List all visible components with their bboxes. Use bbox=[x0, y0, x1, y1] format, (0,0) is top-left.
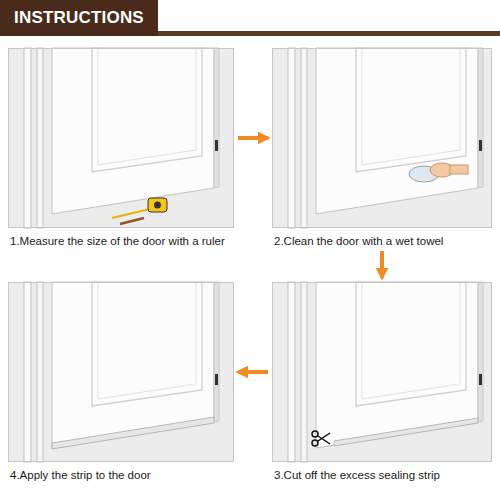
panel-frame bbox=[8, 48, 234, 228]
panel-frame bbox=[272, 48, 492, 228]
step-panel: 2.Clean the door with a wet towel bbox=[272, 48, 492, 247]
step-caption: 2.Clean the door with a wet towel bbox=[272, 235, 443, 247]
apply-scene bbox=[8, 282, 234, 462]
step-caption: 4.Apply the strip to the door bbox=[8, 469, 151, 481]
cut-scene bbox=[272, 282, 492, 462]
clean-scene bbox=[272, 48, 492, 228]
step-panel: 3.Cut off the excess sealing strip bbox=[272, 282, 492, 481]
panel-frame bbox=[272, 282, 492, 462]
step-panel: 1.Measure the size of the door with a ru… bbox=[8, 48, 234, 247]
step-arrow bbox=[380, 251, 384, 278]
step-caption: 1.Measure the size of the door with a ru… bbox=[8, 235, 225, 247]
measure-scene bbox=[8, 48, 234, 228]
step-caption: 3.Cut off the excess sealing strip bbox=[272, 469, 440, 481]
step-arrow bbox=[238, 370, 268, 374]
title-banner: INSTRUCTIONS bbox=[0, 0, 158, 36]
scissors-icon bbox=[312, 431, 330, 446]
panel-frame bbox=[8, 282, 234, 462]
step-panel: 4.Apply the strip to the door bbox=[8, 282, 234, 481]
step-arrow bbox=[238, 136, 268, 140]
